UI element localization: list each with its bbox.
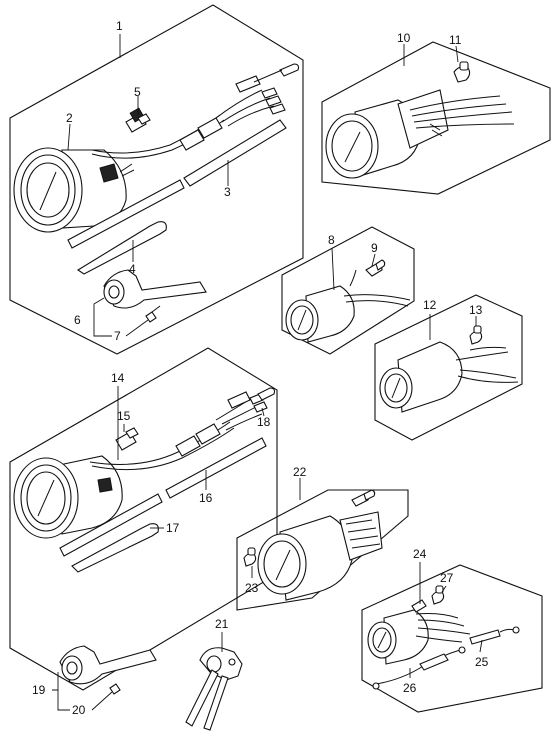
callout-labels: 1 2 3 4 5 6 7 8 9 10 11 12 13 14 15 16 1… [32, 19, 489, 717]
group-10-meter-kit [321, 41, 551, 195]
group-22-outline [236, 489, 409, 611]
callout-19: 19 [32, 683, 46, 697]
meter-gauge-14 [13, 455, 123, 539]
callout-22: 22 [293, 465, 307, 479]
callout-13: 13 [469, 303, 483, 317]
bulb-11 [453, 61, 471, 83]
callout-12: 12 [423, 298, 437, 312]
callout-1: 1 [116, 19, 123, 33]
leader-19b [57, 690, 70, 711]
callout-23: 23 [245, 581, 259, 595]
meter-gauge-2 [13, 147, 135, 233]
meter-gauge-12 [379, 341, 519, 413]
cable-clamp-17 [71, 523, 159, 573]
callout-10: 10 [397, 31, 411, 45]
group-1-meter-kit [9, 4, 304, 355]
group-8-outline [281, 226, 415, 355]
harness-26 [372, 646, 466, 690]
group-1-outline [9, 4, 304, 355]
wire-harness-14 [89, 387, 276, 471]
callout-9: 9 [371, 241, 378, 255]
callout-16: 16 [199, 491, 213, 505]
group-24-meter-kit [361, 562, 543, 713]
bulb-23 [243, 547, 257, 567]
group-12-outline [374, 294, 523, 441]
protector-tube-3 [67, 119, 287, 249]
group-8-meter-kit [281, 226, 415, 355]
screw-20 [109, 683, 121, 695]
meter-gauge-22 [257, 489, 383, 601]
callout-15: 15 [117, 409, 131, 423]
callout-26: 26 [403, 681, 417, 695]
callout-6: 6 [74, 313, 81, 327]
bulb-socket-5 [125, 107, 151, 133]
callout-5: 5 [134, 85, 141, 99]
protector-tube-16 [59, 437, 267, 557]
callout-17: 17 [166, 521, 180, 535]
callout-20: 20 [72, 703, 86, 717]
callout-18: 18 [257, 415, 271, 429]
bulb-socket-15 [115, 427, 139, 451]
meter-gauge-8 [285, 269, 411, 343]
callout-14: 14 [111, 371, 125, 385]
meter-bracket-6 [103, 269, 207, 309]
bracket-19 [59, 645, 157, 685]
bracket-21 [185, 647, 243, 731]
bulb-9 [365, 259, 386, 277]
meter-gauge-24 [367, 599, 471, 665]
wire-harness-1 [91, 63, 300, 159]
callout-7: 7 [114, 329, 121, 343]
callout-3: 3 [224, 185, 231, 199]
callout-24: 24 [413, 547, 427, 561]
callout-4: 4 [129, 262, 136, 276]
group-14-meter-kit [9, 347, 278, 691]
group-10-outline [321, 41, 551, 195]
callout-2: 2 [66, 111, 73, 125]
group-12-meter-kit [374, 294, 523, 441]
callout-27: 27 [440, 571, 454, 585]
group-24-outline [361, 564, 543, 713]
harness-25 [469, 626, 520, 645]
bulb-27 [431, 585, 445, 605]
callout-8: 8 [328, 233, 335, 247]
bulb-13 [469, 325, 483, 345]
meter-gauge-10 [325, 89, 515, 179]
callout-25: 25 [475, 655, 489, 669]
callout-11: 11 [449, 33, 462, 47]
cable-clamp-4 [76, 221, 167, 275]
callout-21: 21 [215, 617, 229, 631]
group-22-meter-kit [236, 478, 409, 611]
screw-7 [145, 305, 161, 323]
leader-20 [91, 691, 113, 711]
